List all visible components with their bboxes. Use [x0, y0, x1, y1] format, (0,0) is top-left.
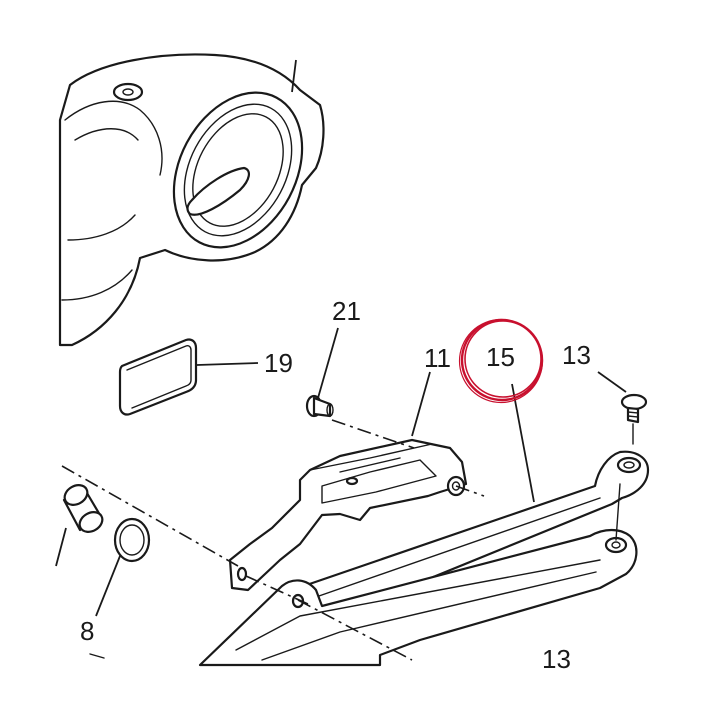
callout-21: 21 — [332, 296, 361, 326]
upper-housing — [58, 53, 325, 347]
lower-lever — [198, 483, 638, 667]
part-13-screw-top — [597, 371, 648, 445]
callout-8: 8 — [80, 616, 94, 646]
highlight-circle — [458, 318, 544, 404]
assembly-line-2 — [61, 465, 239, 567]
assembly-line-3 — [245, 575, 309, 605]
assembly-line-5 — [297, 599, 413, 661]
part-8-bushing — [55, 484, 151, 617]
assembly-line-4 — [455, 485, 485, 497]
part-21-screw — [305, 327, 339, 418]
callout-15: 15 — [486, 342, 515, 372]
callout-11: 11 — [424, 343, 451, 373]
callout-19: 19 — [264, 348, 293, 378]
part-19-pad — [118, 338, 259, 416]
callout-13-bottom: 13 — [542, 644, 571, 674]
part-11-bracket — [228, 371, 468, 592]
assembly-line-1 — [331, 419, 415, 449]
callout-13-top: 13 — [562, 340, 591, 370]
part-15-lever — [276, 383, 650, 622]
edge-fragment — [89, 653, 105, 659]
